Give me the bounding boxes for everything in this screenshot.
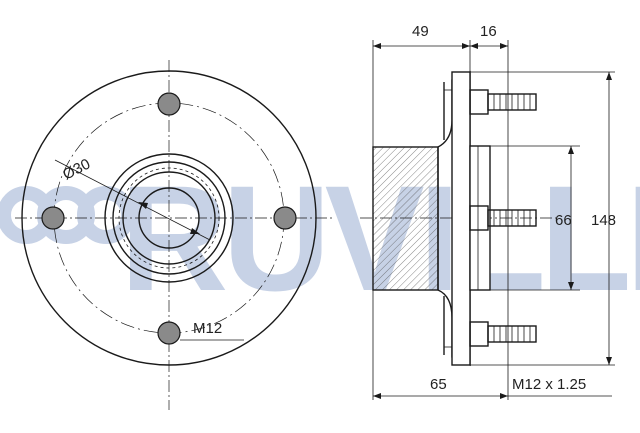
wheel-stud-top (469, 89, 537, 115)
bolt-size-label: M12 (193, 320, 222, 337)
dim-16-label: 16 (480, 23, 497, 40)
center-bore (138, 187, 200, 249)
bore-dimension-leader (54, 159, 211, 241)
dim-49-arrow-right (462, 43, 470, 49)
thread-size-label: M12 x 1.25 (512, 376, 586, 393)
dim-49-arrow-left (373, 43, 381, 49)
brand-logo-watermark: RUVILLE (0, 154, 640, 322)
bolt-hole-top (157, 92, 181, 116)
side-view: 49 16 66 148 65 M12 x 1.25 (360, 23, 616, 400)
dim-66-arrow-top (568, 146, 574, 154)
abs-tooth-ring (118, 167, 220, 269)
dim-148-label: 148 (591, 212, 616, 229)
dim-65-arrow-left (373, 393, 381, 399)
dim-148-arrow-bottom (606, 357, 612, 365)
dim-65-arrow-right (500, 393, 508, 399)
bore-diameter-label: Ø30 (60, 156, 93, 184)
dim-65-label: 65 (430, 376, 447, 393)
hub-seal-ring (112, 161, 226, 275)
dim-148-arrow-top (606, 72, 612, 80)
dim-49-label: 49 (412, 23, 429, 40)
bolt-hole-bottom (157, 321, 181, 345)
bolt-hole-left (41, 206, 65, 230)
dim-16-arrow-right (500, 43, 508, 49)
hub-outer-ring (104, 153, 234, 283)
dim-16-arrow-left (470, 43, 478, 49)
bolt-hole-right (273, 206, 297, 230)
flange-outline (21, 70, 317, 366)
wheel-stud-bottom (469, 321, 537, 347)
bearing-body (372, 146, 439, 291)
pilot-spigot (469, 145, 491, 291)
front-view: Ø30 M12 (15, 60, 335, 410)
bore-arrow-top (138, 202, 148, 209)
hub-inner-ring (122, 171, 216, 265)
bore-arrow-bottom (190, 228, 200, 234)
dim-66-arrow-bottom (568, 282, 574, 290)
wheel-stud-middle (469, 205, 537, 231)
dim-66-label: 66 (555, 212, 572, 229)
flange-plate (451, 71, 471, 366)
